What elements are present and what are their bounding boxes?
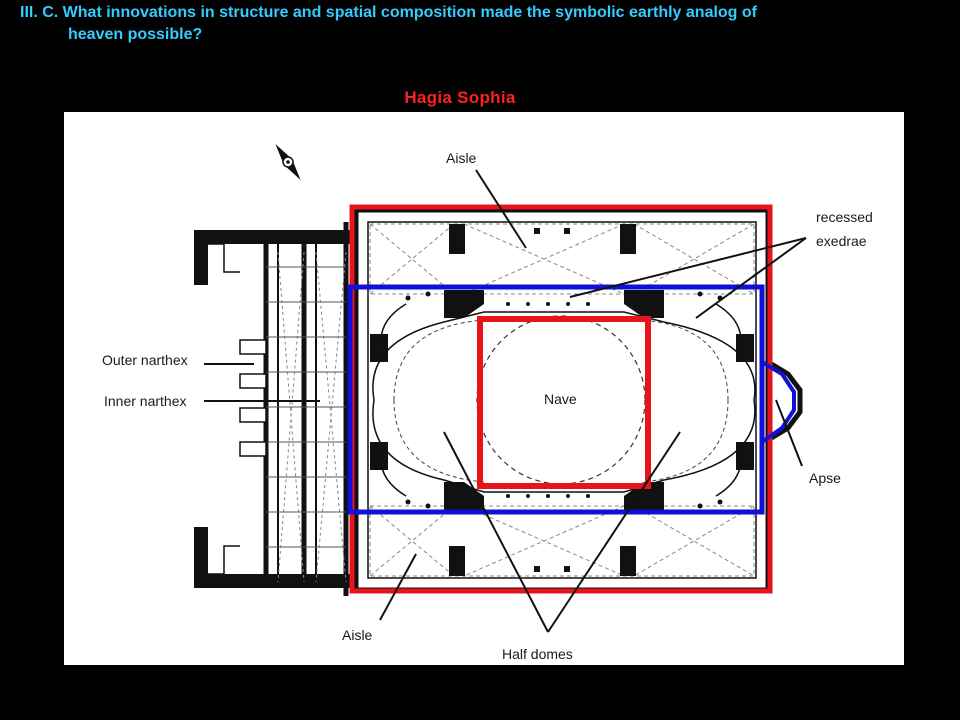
- label-outer-narthex: Outer narthex: [102, 352, 188, 368]
- plan-title: Hagia Sophia: [404, 88, 516, 107]
- label-aisle-bottom: Aisle: [342, 627, 373, 643]
- compass-icon: [275, 143, 301, 181]
- label-apse: Apse: [809, 470, 841, 486]
- slide-title-line1: III. C. What innovations in structure an…: [20, 4, 757, 21]
- label-exedrae: exedrae: [816, 233, 867, 249]
- slide-title: III. C. What innovations in structure an…: [20, 2, 940, 46]
- long-blue-outline: [347, 284, 765, 515]
- label-half-domes: Half domes: [502, 646, 573, 662]
- nave-red-outline: [477, 316, 651, 489]
- narthex-structure: [194, 222, 352, 596]
- label-nave: Nave: [544, 391, 577, 407]
- slide-title-line2: heaven possible?: [68, 26, 203, 43]
- label-aisle-top: Aisle: [446, 150, 477, 166]
- floor-plan-panel: Aisle recessed exedrae Outer narthex Inn…: [64, 112, 904, 665]
- main-walls: [353, 207, 803, 593]
- floor-plan-diagram: Aisle recessed exedrae Outer narthex Inn…: [102, 143, 873, 662]
- label-recessed: recessed: [816, 209, 873, 225]
- apse-blue-outline: [760, 360, 796, 444]
- leader-lines: [204, 169, 807, 633]
- label-inner-narthex: Inner narthex: [104, 393, 187, 409]
